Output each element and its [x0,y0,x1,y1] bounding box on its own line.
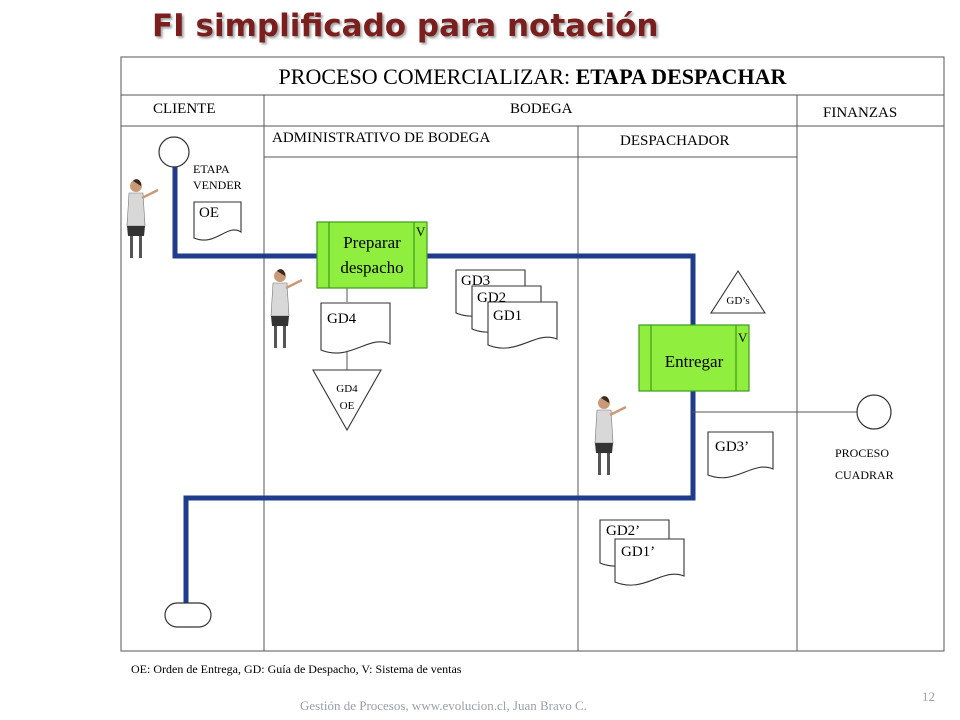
connectors [346,287,857,413]
document-gd1 [487,301,558,349]
file-gd4-oe [312,369,382,432]
legend-note: OE: Orden de Entrega, GD: Guía de Despac… [131,662,462,676]
start-event-label-1: ETAPA [193,162,230,176]
person-icon-despachador [594,396,627,475]
document-gd4-label: GD4 [327,311,357,327]
start-event-circle [158,136,190,168]
swimlane-grid [120,56,945,652]
lane-label-bodega: BODEGA [510,101,573,117]
lane-label-despachador: DESPACHADOR [620,133,730,149]
document-gd2-prime-label: GD2’ [606,523,641,539]
footer-credit: Gestión de Procesos, www.evolucion.cl, J… [300,698,587,713]
document-oe-label: OE [199,205,219,221]
lane-label-finanzas: FINANZAS [823,105,898,121]
person-icon-administrativo [270,269,303,348]
document-gd3-label: GD3 [461,273,491,289]
end-event-label-1: PROCESO [835,446,890,460]
terminator-shape [164,602,212,628]
document-gd4 [320,302,391,354]
file-gd4-oe-label-1: GD4 [336,383,358,395]
end-event-label-2: CUADRAR [835,468,894,482]
document-gd1-label: GD1 [493,308,523,324]
activity-preparar-system-flag: V [416,224,426,239]
document-gd2-label: GD2 [477,290,507,306]
document-gd3-prime [707,431,774,479]
file-gds-label: GD’s [726,295,750,307]
activity-entregar [638,324,750,392]
person-icon-cliente [126,179,159,258]
document-gd3-prime-label: GD3’ [715,439,750,455]
activity-entregar-label: Entregar [664,352,724,371]
activity-preparar-label-1: Preparar [343,233,401,252]
page-number: 12 [922,689,935,704]
start-event-label-2: VENDER [193,178,242,192]
diagram-frame [120,56,945,652]
diagram-header-stage: ETAPA DESPACHAR [575,64,787,89]
file-gds [709,269,767,314]
slide-title: FI simplificado para notación [152,8,659,44]
diagram-header: PROCESO COMERCIALIZAR: ETAPA DESPACHAR [121,66,944,88]
lane-label-administrativo: ADMINISTRATIVO DE BODEGA [272,130,491,146]
activity-preparar-despacho [316,221,428,289]
document-gd1-prime [614,538,685,586]
end-event-circle [856,394,892,430]
activity-preparar-label-2: despacho [340,258,404,277]
document-gd1-prime-label: GD1’ [621,544,656,560]
diagram-header-prefix: PROCESO COMERCIALIZAR: [278,64,576,89]
lane-label-cliente: CLIENTE [153,101,216,117]
document-oe [193,201,242,241]
activity-entregar-system-flag: V [738,330,748,345]
file-gd4-oe-label-2: OE [339,400,355,412]
